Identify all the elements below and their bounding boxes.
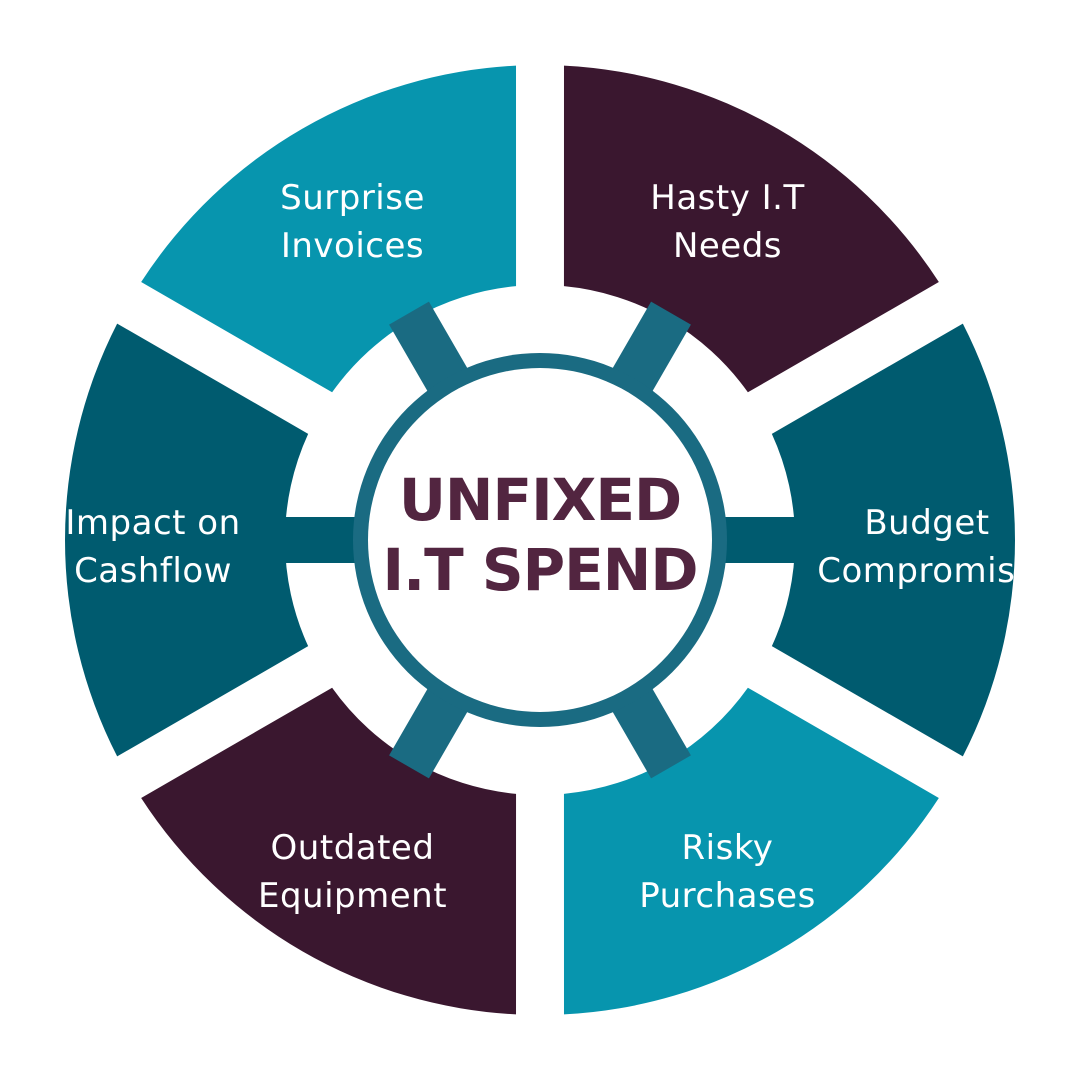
label-risky-purchases-line1: Risky [682,828,774,868]
label-hasty-it-needs-line2: Needs [673,226,782,266]
label-outdated-equipment-line1: Outdated [271,828,435,868]
labels-layer: Hasty I.T NeedsBudgetCompromiseRiskyPurch… [65,178,1036,916]
label-outdated-equipment-line2: Equipment [258,876,447,916]
label-impact-on-cashflow-line2: Cashflow [74,551,232,591]
label-risky-purchases-line2: Purchases [639,876,816,916]
center-title-line2: I.T SPEND [383,536,698,604]
center-disc [368,368,712,712]
label-surprise-invoices-line1: Surprise [280,178,425,218]
label-impact-on-cashflow-line1: Impact on [65,503,240,543]
segment-budget-compromise [771,323,1015,757]
label-budget-compromise-line2: Compromise [817,551,1036,591]
label-surprise-invoices-line2: Invoices [281,226,424,266]
label-hasty-it-needs-line1: Hasty I.T [650,178,804,218]
label-budget-compromise-line1: Budget [864,503,989,543]
segment-impact-on-cashflow [65,323,309,757]
center-title-line1: UNFIXED [399,466,681,534]
